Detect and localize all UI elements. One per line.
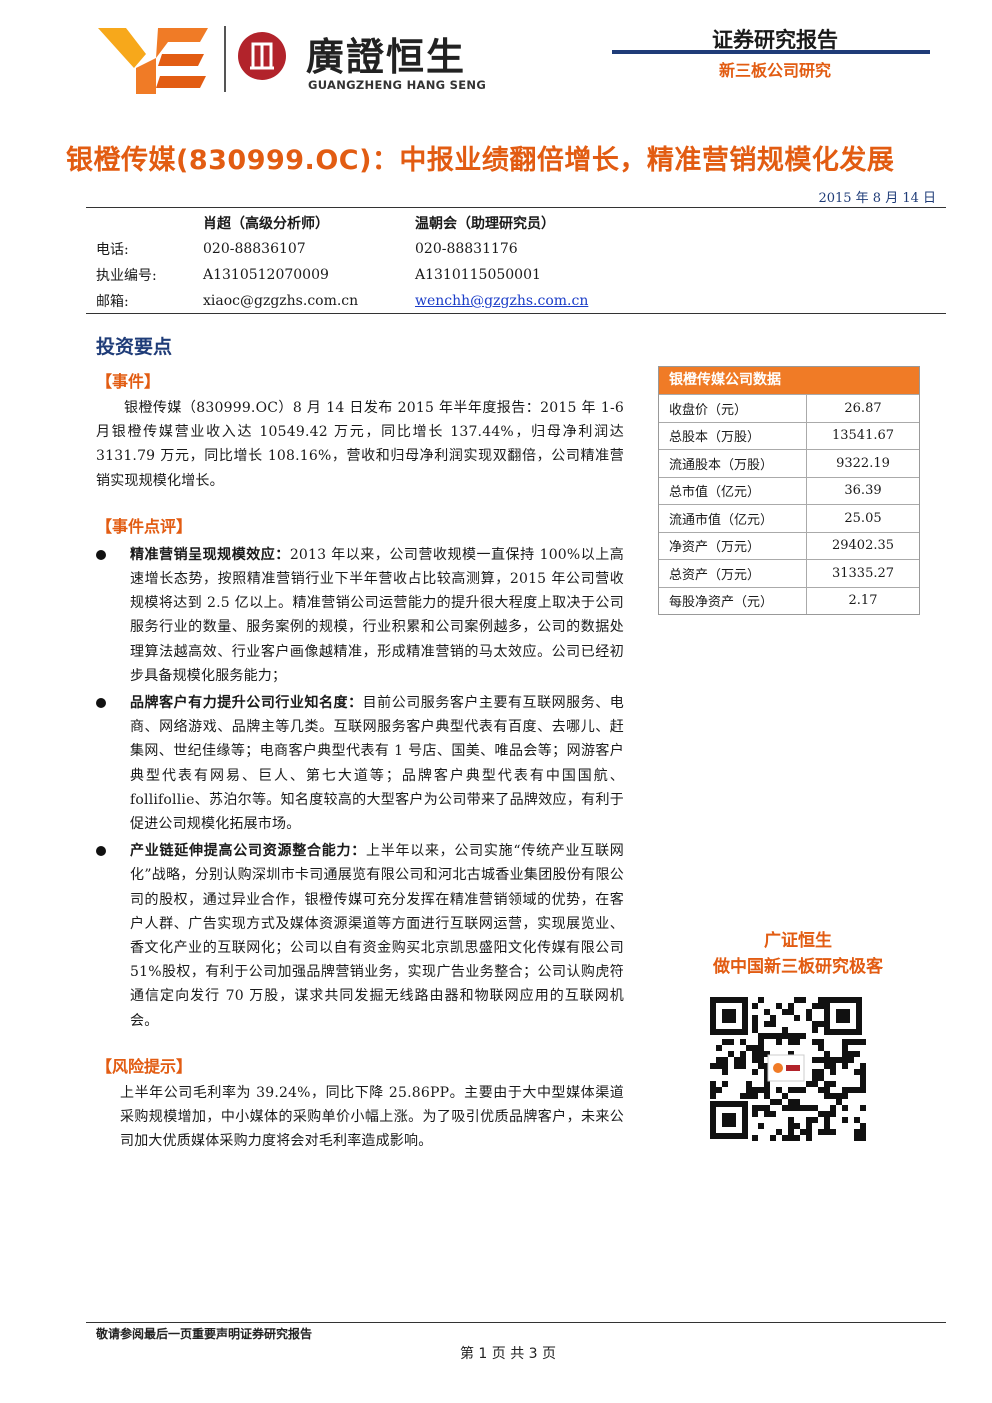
table-row: 总股本（万股） 13541.67: [659, 421, 919, 449]
license-value: A1310115050001: [415, 267, 541, 283]
main-content: 投资要点 【事件】 银橙传媒（830999.OC）8 月 14 日发布 2015…: [96, 330, 624, 1153]
list-item: 产业链延伸提高公司资源整合能力：上半年以来，公司实施“传统产业互联网化”战略，分…: [96, 839, 624, 1033]
list-item: 品牌客户有力提升公司行业知名度：目前公司服务客户主要有互联网服务、电商、网络游戏…: [96, 691, 624, 836]
stock-value: 26.87: [844, 400, 882, 416]
stock-value: 2.17: [848, 593, 878, 609]
risk-heading: 【风险提示】: [96, 1056, 193, 1076]
bullet-heading: 产业链延伸提高公司资源整合能力：: [130, 843, 366, 860]
stock-label: 净资产（万元）: [659, 532, 807, 559]
list-item: 精准营销呈现规模效应：2013 年以来，公司营收规模一直保持 100%以上高速增…: [96, 543, 624, 688]
comment-heading: 【事件点评】: [96, 516, 193, 536]
phone-value: 020-88831176: [415, 241, 518, 257]
row-label: 邮箱:: [96, 294, 129, 310]
stock-value: 25.05: [844, 510, 882, 526]
bullet-heading: 精准营销呈现规模效应：: [130, 546, 290, 563]
analyst-phone-row: 电话: 020-88836107 020-88831176: [96, 236, 635, 262]
report-title: 银橙传媒(830999.OC)：中报业绩翻倍增长，精准营销规模化发展: [66, 145, 895, 176]
event-paragraph: 银橙传媒（830999.OC）8 月 14 日发布 2015 年半年度报告：20…: [96, 400, 624, 489]
table-row: 总资产（万元） 31335.27: [659, 559, 919, 587]
seal-icon: [238, 32, 286, 80]
stock-label: 收盘价（元）: [659, 395, 807, 422]
risk-paragraph: 上半年公司毛利率为 39.24%，同比下降 25.86PP。主要由于大中型媒体渠…: [120, 1084, 624, 1150]
logo-name-cn: 廣證恒生: [306, 35, 467, 79]
promo-block: 广证恒生 做中国新三板研究极客: [690, 926, 906, 978]
bullet-text: 上半年以来，公司实施“传统产业互联网化”战略，分别认购深圳市卡司通展览有限公司和…: [130, 843, 624, 1029]
bullet-icon: [96, 549, 106, 560]
header-rule: [612, 50, 930, 54]
stock-value: 36.39: [844, 483, 882, 499]
email-link[interactable]: wenchh@gzgzhs.com.cn: [415, 293, 589, 309]
footer-disclaimer: 敬请参阅最后一页重要声明证券研究报告: [96, 1327, 313, 1341]
section-title: 投资要点: [96, 336, 173, 358]
license-value: A1310512070009: [203, 267, 329, 283]
stock-data-table: 银橙传媒公司数据 收盘价（元） 26.87 总股本（万股） 13541.67 流通股…: [658, 366, 920, 615]
analyst-name: 肖超（高级分析师）: [203, 216, 329, 232]
stock-table-title: 银橙传媒公司数据: [659, 367, 919, 394]
bullet-icon: [96, 846, 106, 857]
email-value: xiaoc@gzgzhs.com.cn: [203, 293, 359, 309]
table-row: 流通股本（万股） 9322.19: [659, 449, 919, 477]
analyst-email-row: 邮箱: xiaoc@gzgzhs.com.cn wenchh@gzgzhs.co…: [96, 288, 635, 314]
bullet-heading: 品牌客户有力提升公司行业知名度：: [130, 695, 363, 712]
table-row: 净资产（万元） 29402.35: [659, 531, 919, 559]
analyst-bottom-rule: [86, 313, 946, 314]
stock-label: 流通股本（万股）: [659, 450, 807, 477]
bullet-text: 目前公司服务客户主要有互联网服务、电商、网络游戏、品牌主等几类。互联网服务客户典…: [130, 695, 624, 833]
logo-name-en: GUANGZHENG HANG SENG: [308, 78, 487, 92]
promo-brand: 广证恒生: [764, 931, 832, 951]
analyst-license-row: 执业编号: A1310512070009 A1310115050001: [96, 262, 635, 288]
stock-label: 流通市值（亿元）: [659, 505, 807, 532]
bullet-icon: [96, 698, 106, 709]
analyst-name-row: 肖超（高级分析师） 温朝会（助理研究员）: [96, 210, 635, 236]
company-logo: 廣證恒生 GUANGZHENG HANG SENG: [96, 22, 536, 100]
promo-slogan: 做中国新三板研究极客: [713, 957, 883, 977]
table-row: 流通市值（亿元） 25.05: [659, 504, 919, 532]
phone-value: 020-88836107: [203, 241, 306, 257]
analyst-name: 温朝会（助理研究员）: [415, 216, 555, 232]
row-label: 执业编号:: [96, 268, 157, 284]
report-subtype: 新三板公司研究: [718, 61, 831, 80]
stock-label: 总资产（万元）: [659, 560, 807, 587]
stock-label: 总市值（亿元）: [659, 477, 807, 504]
stock-value: 13541.67: [831, 428, 895, 444]
stock-value: 31335.27: [831, 565, 895, 581]
stock-label: 每股净资产（元）: [659, 587, 807, 614]
analyst-top-rule: [86, 207, 946, 208]
stock-value: 29402.35: [831, 538, 895, 554]
analyst-table: 肖超（高级分析师） 温朝会（助理研究员） 电话: 020-88836107 02…: [96, 210, 635, 314]
event-heading: 【事件】: [96, 372, 161, 391]
stock-label: 总股本（万股）: [659, 422, 807, 449]
row-label: 电话:: [96, 242, 129, 258]
report-date: 2015 年 8 月 14 日: [818, 191, 936, 206]
report-type: 证券研究报告: [712, 28, 838, 52]
footer-rule: [86, 1322, 946, 1323]
table-row: 收盘价（元） 26.87: [659, 394, 919, 422]
table-row: 总市值（亿元） 36.39: [659, 476, 919, 504]
stock-value: 9322.19: [836, 455, 890, 471]
bullet-text: 2013 年以来，公司营收规模一直保持 100%以上高速增长态势，按照精准营销行…: [130, 546, 624, 684]
table-row: 每股净资产（元） 2.17: [659, 586, 919, 614]
page-number: 第 1 页 共 3 页: [459, 1346, 557, 1362]
ye-logo-icon: [98, 28, 208, 94]
qr-code-icon[interactable]: [706, 993, 866, 1143]
logo-divider: [224, 26, 226, 92]
